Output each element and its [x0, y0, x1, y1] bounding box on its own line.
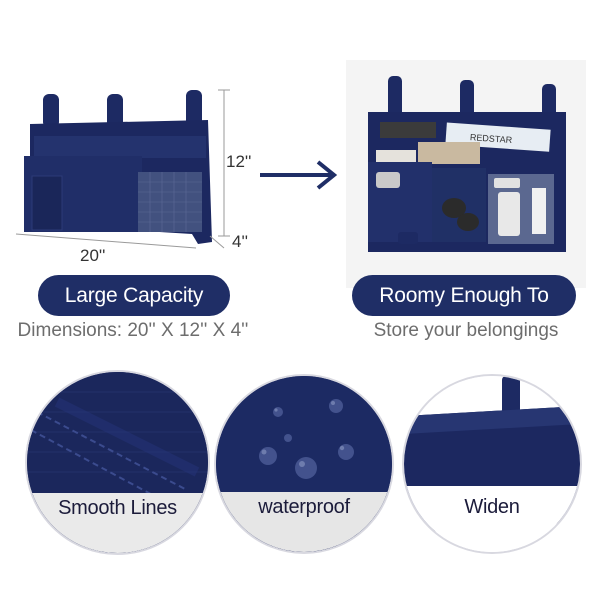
feature-label-widen: Widen [404, 486, 580, 552]
caddy-filled-image: REDSTAR [368, 76, 566, 252]
top-pocket [34, 136, 206, 158]
water-bottle [498, 192, 520, 236]
store-belongings-caption: Store your belongings [373, 320, 559, 341]
book-dark [380, 122, 436, 138]
sunglasses [442, 198, 466, 218]
strap-middle [107, 94, 123, 128]
caddy-empty-image [15, 89, 230, 249]
strap-right [186, 90, 202, 128]
depth-line [209, 235, 225, 249]
pen-pocket [31, 175, 63, 231]
dim-height-label: 12'' [226, 152, 252, 171]
feature-waterproof: waterproof [214, 374, 394, 554]
strap-left [43, 94, 59, 128]
arrow-right-icon [260, 160, 338, 190]
feature-widen: Widen [402, 374, 582, 554]
width-line [15, 233, 197, 249]
mesh-pattern [138, 172, 202, 232]
phone [376, 172, 400, 188]
roomy-enough-pill: Roomy Enough To [352, 275, 576, 316]
feature-label-waterproof: waterproof [216, 492, 392, 552]
dimensions-caption: Dimensions: 20'' X 12'' X 4'' [17, 320, 249, 341]
book-spine-text: REDSTAR [470, 132, 513, 145]
dim-depth-label: 4'' [232, 232, 248, 251]
large-capacity-pill: Large Capacity [38, 275, 230, 316]
feature-label-smooth-lines: Smooth Lines [27, 493, 208, 553]
tissue [532, 188, 546, 234]
magazine [418, 142, 480, 164]
feature-smooth-lines: Smooth Lines [25, 370, 210, 555]
dim-width-label: 20'' [80, 246, 106, 265]
